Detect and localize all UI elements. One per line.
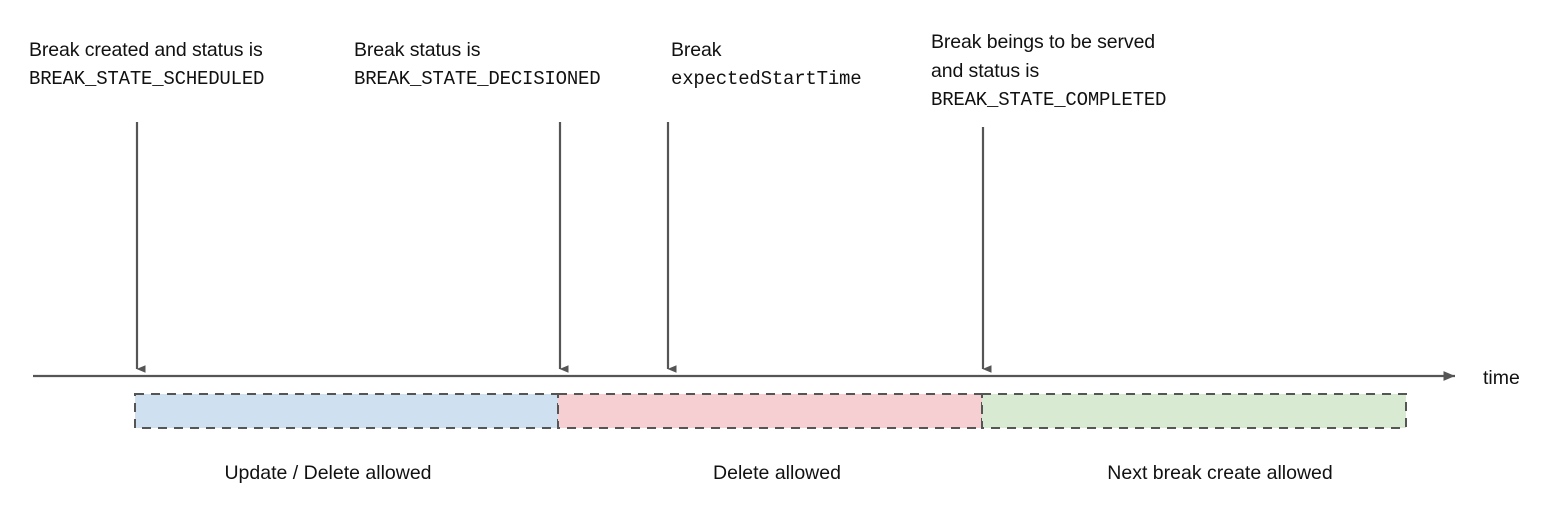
event-label-completed-prose-0: Break beings to be served	[931, 31, 1156, 53]
phase-caption-update-delete: Update / Delete allowed	[224, 462, 432, 484]
phase-bar-delete-only	[557, 393, 983, 429]
phase-caption-delete-only: Delete allowed	[713, 462, 841, 484]
event-label-expected-start: Break expectedStartTime	[671, 36, 862, 94]
phase-caption-next-break: Next break create allowed	[1107, 462, 1333, 484]
time-axis-label: time	[1483, 367, 1520, 389]
phase-bar-update-delete	[134, 393, 559, 429]
event-label-completed-prose-1: and status is	[931, 60, 1040, 82]
event-label-completed: Break beings to be served and status is …	[931, 28, 1166, 115]
event-label-expected-start-prose-0: Break	[671, 39, 722, 61]
phase-bar-next-break	[981, 393, 1407, 429]
event-label-expected-start-code: expectedStartTime	[671, 68, 862, 90]
event-label-created-code: BREAK_STATE_SCHEDULED	[29, 68, 265, 90]
event-label-completed-code: BREAK_STATE_COMPLETED	[931, 89, 1167, 111]
event-label-created: Break created and status is BREAK_STATE_…	[29, 36, 264, 94]
event-label-decisioned-prose-0: Break status is	[354, 39, 481, 61]
event-label-created-prose-0: Break created and status is	[29, 39, 263, 61]
event-label-decisioned-code: BREAK_STATE_DECISIONED	[354, 68, 601, 90]
event-label-decisioned: Break status is BREAK_STATE_DECISIONED	[354, 36, 601, 94]
